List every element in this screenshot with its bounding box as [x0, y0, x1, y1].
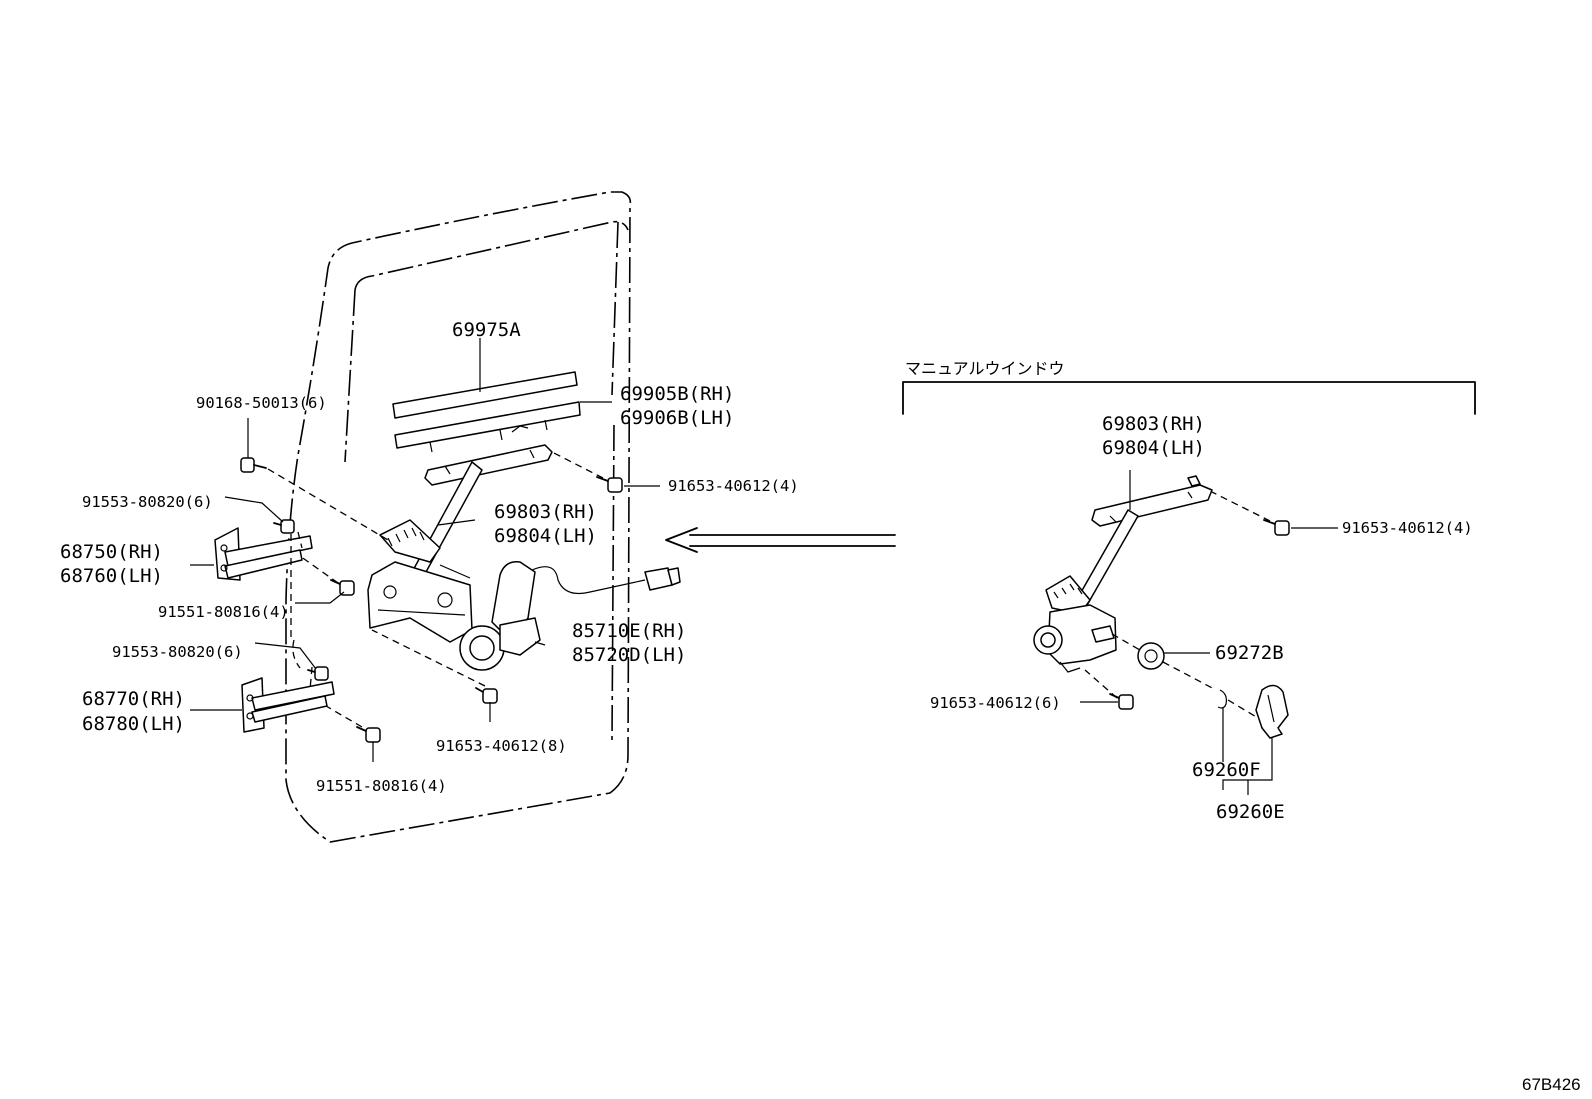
- window-handle: [1255, 684, 1289, 739]
- glass-run-channel: [392, 371, 581, 453]
- bolt-icon: [273, 519, 295, 534]
- label-channel-lh: 69906B(LH): [620, 407, 734, 429]
- label-hinge-lower-rh: 68770(RH): [82, 688, 185, 710]
- label-manual-washer: 69272B: [1215, 642, 1284, 664]
- label-manual-bolt-top: 91653-40612(4): [1342, 519, 1473, 537]
- bolt-icon: [596, 476, 623, 493]
- label-regulator-lh: 69804(LH): [494, 525, 597, 547]
- label-manual-regulator-lh: 69804(LH): [1102, 437, 1205, 459]
- label-channel-rh: 69905B(RH): [620, 383, 734, 405]
- label-glass-run: 69975A: [452, 319, 521, 341]
- manual-assembly-lines: [1080, 470, 1338, 795]
- label-manual-handle-clip: 69260F: [1192, 759, 1261, 781]
- label-manual-window-title: マニュアルウインドウ: [905, 359, 1065, 378]
- label-screw-lower-hinge: 91553-80820(6): [112, 643, 243, 661]
- label-manual-handle: 69260E: [1216, 801, 1285, 823]
- bolt-icon: [1109, 693, 1134, 710]
- label-hinge-lower-lh: 68780(LH): [82, 713, 185, 735]
- lower-hinge: [241, 677, 335, 733]
- label-motor-lh: 85720D(LH): [572, 644, 686, 666]
- label-bolt-motor: 91653-40612(8): [436, 737, 567, 755]
- upper-hinge: [214, 527, 313, 581]
- label-hinge-upper-lh: 68760(LH): [60, 565, 163, 587]
- label-manual-regulator-rh: 69803(RH): [1102, 413, 1205, 435]
- bolt-icon: [330, 579, 355, 596]
- label-motor-rh: 85710E(RH): [572, 620, 686, 642]
- label-bolt-regulator: 91653-40612(4): [668, 477, 799, 495]
- bolt-icons: [240, 457, 623, 743]
- label-bolt-upper-hinge: 91551-80816(4): [158, 603, 289, 621]
- bolt-icon: [475, 687, 498, 704]
- manual-window-regulator: [1033, 475, 1213, 673]
- manual-bolt-icons: [1109, 519, 1290, 710]
- label-bolt-lower-hinge: 91551-80816(4): [316, 777, 447, 795]
- label-hinge-upper-rh: 68750(RH): [60, 541, 163, 563]
- assembly-lines: [267, 451, 604, 728]
- label-regulator-rh: 69803(RH): [494, 501, 597, 523]
- manual-window-bracket: [902, 381, 1476, 415]
- reference-arrow: [665, 527, 896, 553]
- label-screw-upper-hinge: 91553-80820(6): [82, 493, 213, 511]
- window-motor: [459, 561, 681, 671]
- label-manual-bolt-bottom: 91653-40612(6): [930, 694, 1061, 712]
- leader-lines: [190, 338, 660, 762]
- bolt-icon: [240, 457, 267, 473]
- handle-clip: [1217, 689, 1227, 709]
- bolt-icon: [1263, 519, 1290, 536]
- power-window-regulator: [367, 444, 553, 643]
- bolt-icon: [356, 726, 381, 743]
- label-bolt-top: 90168-50013(6): [196, 394, 327, 412]
- diagram-code: 67B426: [1522, 1075, 1581, 1094]
- washer: [1137, 642, 1165, 670]
